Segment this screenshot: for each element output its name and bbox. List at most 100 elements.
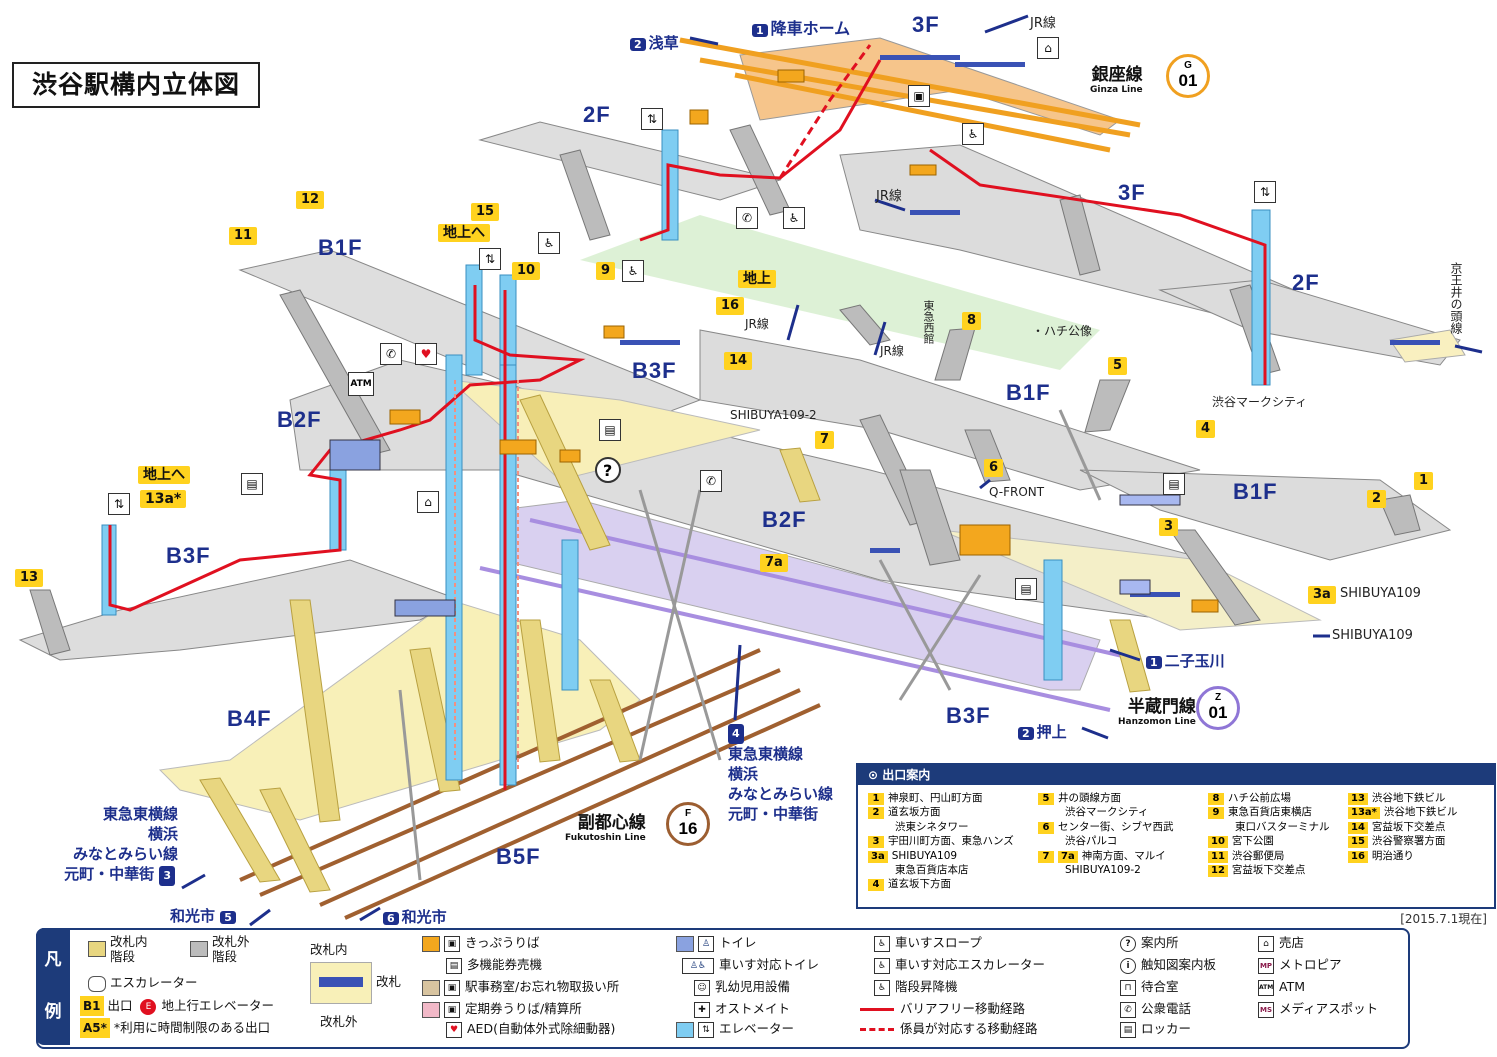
svg-text:?: ?: [603, 461, 612, 480]
shop-icon: ⌂: [1258, 935, 1274, 952]
phone-icon: ✆: [380, 343, 402, 365]
exit-destination: 宇田川町方面、東急ハンズ: [888, 835, 1014, 848]
legend-elevator: ⇅エレベーター: [676, 1019, 794, 1039]
exit-destination: 宮下公園: [1231, 835, 1274, 848]
exit-destination: 神南方面、マルイ: [1081, 849, 1166, 862]
wheelchair-icon: ♿: [622, 260, 644, 282]
legend-limited-exit: A5**利用に時間制限のある出口: [80, 1018, 270, 1038]
shibuya109-label: SHIBUYA109: [1332, 628, 1413, 643]
exit-badge: 6: [984, 459, 1004, 477]
shop-icon: ⌂: [417, 491, 439, 513]
exit-destination: 井の頭線方面: [1058, 792, 1121, 804]
legend-escalator: エスカレーター: [88, 973, 198, 993]
information-icon: ?: [1120, 935, 1136, 952]
exit-badge: 7: [815, 431, 835, 449]
exit-guide-row: 13a*渋谷地下鉄ビル: [1348, 805, 1457, 820]
locker-icon: ▤: [1120, 1021, 1136, 1038]
floor-label: B1F: [318, 235, 363, 260]
exit-destination: 東急百貨店本店: [895, 864, 969, 877]
legend-stairs-in: 改札内 階段: [88, 934, 148, 964]
exit-number-badge: 5: [1038, 793, 1054, 805]
fukutoshin-track: [319, 688, 801, 907]
direction-arrows: [181, 14, 1483, 927]
legend-locker: ▤ロッカー: [1120, 1019, 1191, 1039]
to-ground-label: 地上へ: [138, 466, 190, 484]
exit-destination: 神泉町、円山町方面: [888, 792, 983, 804]
exit-badge: 9: [596, 262, 616, 280]
floor-label: B3F: [946, 703, 991, 728]
elevator-icon: ⇅: [641, 108, 663, 130]
exit-number-badge: 16: [1348, 850, 1368, 863]
exit-destination: 東口バスターミナル: [1235, 820, 1330, 833]
exit-destination: ハチ公前広場: [1228, 792, 1291, 804]
exit-destination: 渋東シネタワー: [895, 820, 969, 833]
wheelchair-slope-icon: ♿: [538, 232, 560, 254]
legend-tickets: ▣きっぷうりば: [422, 933, 540, 953]
exit-number-badge: 4: [868, 879, 884, 892]
legend-baby: ☺乳幼児用設備: [694, 977, 790, 997]
exit-destination: 道玄坂方面: [888, 806, 941, 819]
legend-pass: ▣定期券うりば/精算所: [422, 999, 582, 1019]
date-stamp: [2015.7.1現在]: [1400, 912, 1487, 926]
exit-guide-header: ⊙ 出口案内: [858, 765, 1494, 785]
elevator-icon: ⇅: [108, 493, 130, 515]
keio-platform-edge: [1389, 329, 1466, 363]
exit-destination: 宮益坂下交差点: [1371, 820, 1446, 833]
exit-badge: 3a: [1308, 586, 1336, 604]
hanzomon-track: [479, 566, 1111, 712]
legend-aed: ♥AED(自動体外式除細動器): [446, 1019, 615, 1039]
shibuya109-2-label: SHIBUYA109-2: [730, 408, 817, 422]
legend-slope: ♿車いすスロープ: [874, 933, 982, 953]
ground-label: 地上: [738, 270, 776, 288]
exit-guide-row: SHIBUYA109-2: [1038, 863, 1174, 877]
floor-label: B1F: [1006, 380, 1051, 405]
exit-number-badge: 13: [1348, 793, 1368, 805]
keio-line-label: 京王井の頭線: [1449, 262, 1463, 334]
exit-badge: 2: [1367, 490, 1387, 508]
fukutoshin-track: [259, 668, 781, 897]
legend-toilet: ♙トイレ: [676, 933, 757, 953]
locker-icon: ▤: [599, 419, 621, 441]
floor-label: B4F: [227, 706, 272, 731]
wheelchair-icon: ♿: [962, 123, 984, 145]
legend-stair-lift: ♿階段昇降機: [874, 977, 958, 997]
locker-icon: ▤: [241, 473, 263, 495]
exit-number-badge: 10: [1208, 836, 1228, 849]
locker-icon: ▤: [1163, 473, 1185, 495]
exit-destination: 明治通り: [1371, 849, 1414, 862]
legend-phone: ✆公衆電話: [1120, 999, 1191, 1019]
legend-gate-in: 改札内: [310, 942, 348, 957]
exit-number-badge: 15: [1348, 836, 1368, 849]
tokyu-nishikan-label: 東急西館: [922, 300, 935, 344]
ginza-track: [679, 37, 1141, 128]
floor-label: B2F: [762, 507, 807, 532]
page-title: 渋谷駅構内立体図: [12, 62, 260, 108]
ticket-machines: [389, 69, 1219, 613]
aed-icon: ♥: [415, 343, 437, 365]
exit-destination: SHIBUYA109-2: [1065, 864, 1141, 877]
elevator-icon: ⇅: [1254, 181, 1276, 203]
exit-destination: 渋谷マークシティ: [1065, 806, 1149, 819]
legend-shop: ⌂売店: [1258, 933, 1304, 953]
exit-guide-row: 3 宇田川町方面、東急ハンズ: [868, 834, 1014, 849]
exit-number-badge: 3a: [868, 850, 888, 863]
phone-icon: ✆: [700, 470, 722, 492]
legend-gate: 改札: [376, 974, 402, 989]
exit-number-badge: 9: [1208, 807, 1224, 820]
exit-guide-row: 渋谷パルコ: [1038, 834, 1174, 848]
exit-number-badge: 3: [868, 836, 884, 849]
